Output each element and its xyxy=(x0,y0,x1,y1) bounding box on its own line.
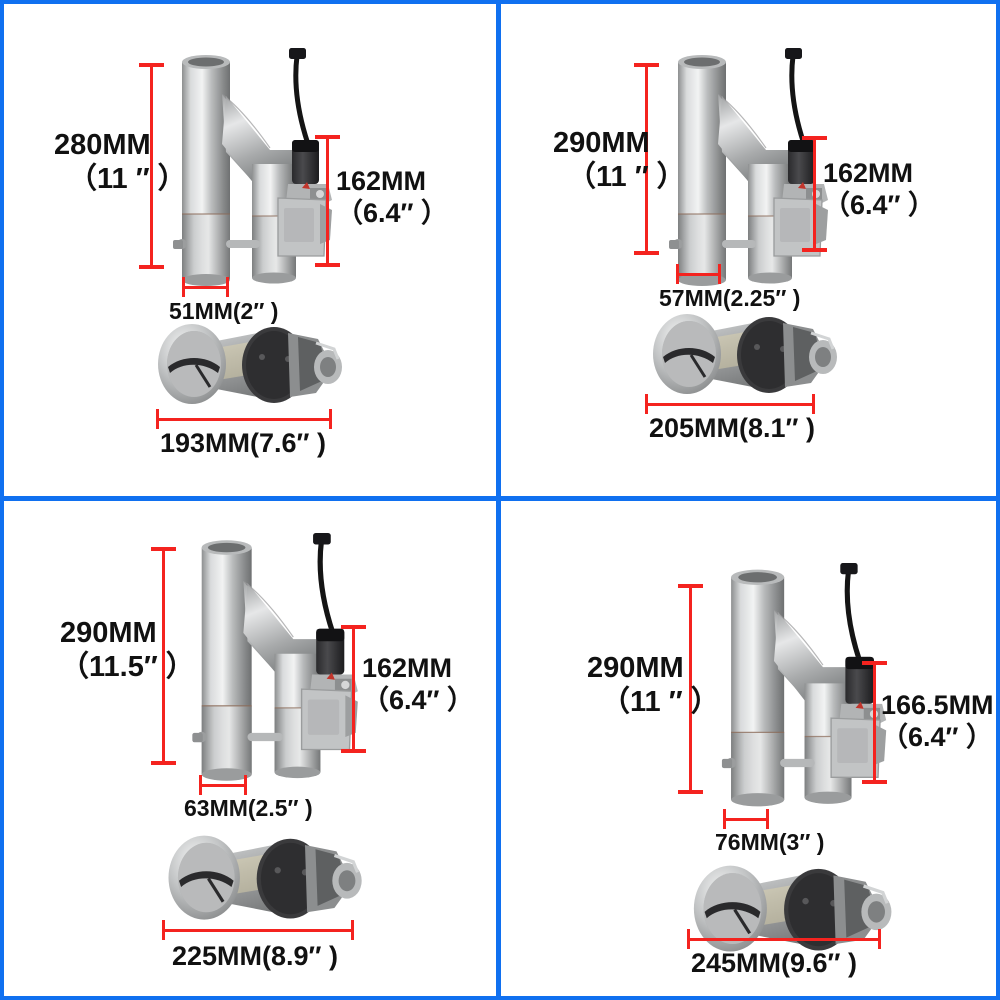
label-pipe-br: 76MM(3″ ) xyxy=(715,829,825,855)
label-pipe-bl: 63MM(2.5″ ) xyxy=(184,795,313,821)
label-width-tr: 205MM(8.1″ ) xyxy=(649,413,815,443)
label-height-bl: 290MM （11.5″ ） xyxy=(60,616,195,684)
label-pipe-tr: 57MM(2.25″ ) xyxy=(659,285,801,311)
product-side-view-bl xyxy=(176,533,421,788)
label-height-mm-br: 290MM xyxy=(587,652,684,684)
label-height-mm-tr: 290MM xyxy=(553,127,650,159)
label-height-inch-tl: （11 ″ ） xyxy=(68,163,187,196)
product-end-view-bl xyxy=(158,826,368,926)
label-height-br: 290MM （11 ″ ） xyxy=(587,651,720,719)
product-side-view-br xyxy=(701,563,951,813)
product-end-view-tl xyxy=(148,315,348,410)
panel-bottom-left: 290MM （11.5″ ） 162MM （6.4″ ） 63MM(2.5″ ) xyxy=(0,501,496,997)
label-width-br: 245MM(9.6″ ) xyxy=(691,948,857,978)
label-motor-inch-tr: （6.4″ ） xyxy=(823,189,935,220)
label-height-mm-bl: 290MM xyxy=(60,617,157,649)
label-motor-inch-br: （6.4″ ） xyxy=(881,721,993,752)
label-motor-tl: 162MM （6.4″ ） xyxy=(336,166,448,230)
label-height-tr: 290MM （11 ″ ） xyxy=(553,126,686,194)
label-width-tl: 193MM(7.6″ ) xyxy=(160,428,326,458)
label-motor-inch-bl: （6.4″ ） xyxy=(362,684,474,715)
label-motor-inch-tl: （6.4″ ） xyxy=(336,197,448,228)
product-side-view-tr xyxy=(656,48,886,293)
panel-divider-horizontal xyxy=(0,496,1000,501)
panel-top-right: 290MM （11 ″ ） 162MM （6.4″ ） 57MM(2.25″ ) xyxy=(501,0,997,496)
panel-top-left: 280MM （11 ″ ） 162MM （6.4″ ） 51MM(2″ ) xyxy=(0,0,496,496)
label-motor-mm-tr: 162MM xyxy=(823,158,914,188)
label-pipe-tl: 51MM(2″ ) xyxy=(169,298,279,324)
label-width-bl: 225MM(8.9″ ) xyxy=(172,941,338,971)
label-motor-tr: 162MM （6.4″ ） xyxy=(823,158,935,222)
label-height-mm-tl: 280MM xyxy=(54,129,151,161)
panel-bottom-right: 290MM （11 ″ ） 166.5MM （6.4″ ） 76MM(3″ ) xyxy=(501,501,997,997)
product-side-view-tl xyxy=(160,48,390,293)
label-height-inch-tr: （11 ″ ） xyxy=(567,161,686,194)
label-height-inch-bl: （11.5″ ） xyxy=(60,651,195,684)
label-motor-mm-tl: 162MM xyxy=(336,166,427,196)
product-end-view-br xyxy=(683,856,898,958)
label-motor-br: 166.5MM （6.4″ ） xyxy=(881,690,994,754)
product-end-view-tr xyxy=(643,305,843,400)
label-motor-bl: 162MM （6.4″ ） xyxy=(362,653,474,717)
label-height-tl: 280MM （11 ″ ） xyxy=(54,128,187,196)
label-height-inch-br: （11 ″ ） xyxy=(601,686,720,719)
label-motor-mm-bl: 162MM xyxy=(362,653,453,683)
label-motor-mm-br: 166.5MM xyxy=(881,690,994,720)
